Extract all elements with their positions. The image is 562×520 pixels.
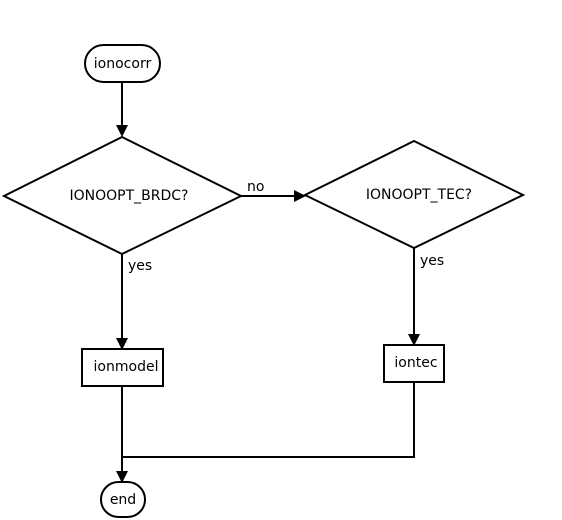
- decision-tec-label: IONOOPT_TEC?: [366, 187, 472, 203]
- start-terminal-shape: [84, 44, 161, 83]
- ionmodel-process-shape: [81, 348, 164, 387]
- edge-label-brdc-yes: yes: [128, 258, 152, 274]
- edge-label-tec-yes: yes: [420, 253, 444, 269]
- start-terminal-label: ionocorr: [94, 56, 152, 72]
- iontec-process-label: iontec: [394, 355, 437, 371]
- node-end: end: [100, 481, 146, 518]
- end-terminal-label: end: [110, 492, 136, 508]
- end-terminal-shape: [100, 481, 146, 518]
- node-start: ionocorr: [84, 44, 161, 83]
- node-iontec: iontec: [383, 344, 445, 383]
- decision-brdc-label: IONOOPT_BRDC?: [70, 188, 189, 204]
- decision-brdc-shape: [1, 135, 244, 256]
- iontec-process-shape: [383, 344, 445, 383]
- edge-label-no: no: [247, 179, 264, 195]
- node-decision-brdc: IONOOPT_BRDC?: [1, 135, 244, 256]
- node-decision-tec: IONOOPT_TEC?: [302, 139, 526, 250]
- edge-iontec-to-end: [122, 382, 415, 458]
- node-ionmodel: ionmodel: [81, 348, 164, 387]
- decision-tec-shape: [302, 139, 526, 250]
- ionmodel-process-label: ionmodel: [94, 359, 159, 375]
